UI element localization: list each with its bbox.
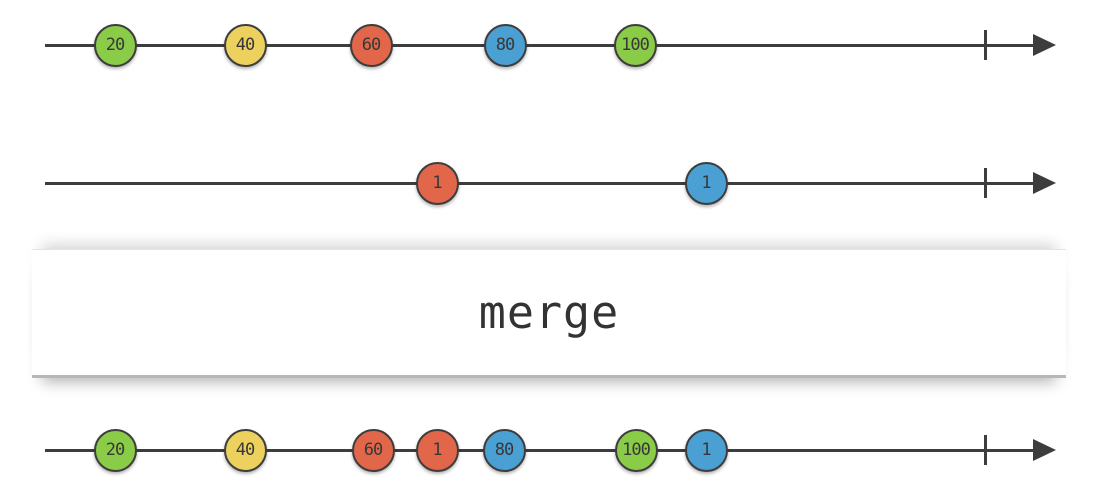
arrowhead-icon [1033,439,1056,461]
marble-value: 20 [105,34,126,55]
timeline-line [45,43,1040,47]
marble-1[interactable]: 1 [684,161,728,205]
marble-80: 80 [482,428,526,472]
timeline-source-1: 20 40 60 80 100 [0,0,1116,90]
marble-100[interactable]: 100 [613,23,657,67]
timeline-line [45,448,1040,452]
marble-value: 40 [235,439,256,460]
marble-1: 1 [415,428,459,472]
marble-80[interactable]: 80 [483,23,527,67]
completion-tick [983,435,987,465]
marble-value: 80 [495,34,516,55]
marble-40: 40 [223,428,267,472]
marble-60: 60 [351,428,395,472]
marble-value: 80 [494,439,515,460]
marble-value: 1 [432,172,442,193]
arrowhead-icon [1033,172,1056,194]
arrowhead-icon [1033,34,1056,56]
marble-value: 100 [621,34,650,55]
completion-tick[interactable] [983,30,987,60]
marble-value: 40 [235,34,256,55]
marble-value: 1 [701,172,711,193]
marble-40[interactable]: 40 [223,23,267,67]
marble-value: 100 [622,439,651,460]
timeline-output: 20 40 60 1 80 100 1 [0,405,1116,495]
marble-value: 1 [701,439,711,460]
marble-20[interactable]: 20 [93,23,137,67]
marble-value: 60 [361,34,382,55]
completion-tick[interactable] [983,168,987,198]
marble-1[interactable]: 1 [415,161,459,205]
marble-value: 1 [432,439,442,460]
timeline-line [45,181,1040,185]
marble-1: 1 [684,428,728,472]
operator-label: merge [478,286,620,339]
marble-value: 60 [363,439,384,460]
marble-60[interactable]: 60 [349,23,393,67]
marble-100: 100 [614,428,658,472]
operator-box: merge [32,249,1066,378]
marble-value: 20 [105,439,126,460]
marble-20: 20 [93,428,137,472]
